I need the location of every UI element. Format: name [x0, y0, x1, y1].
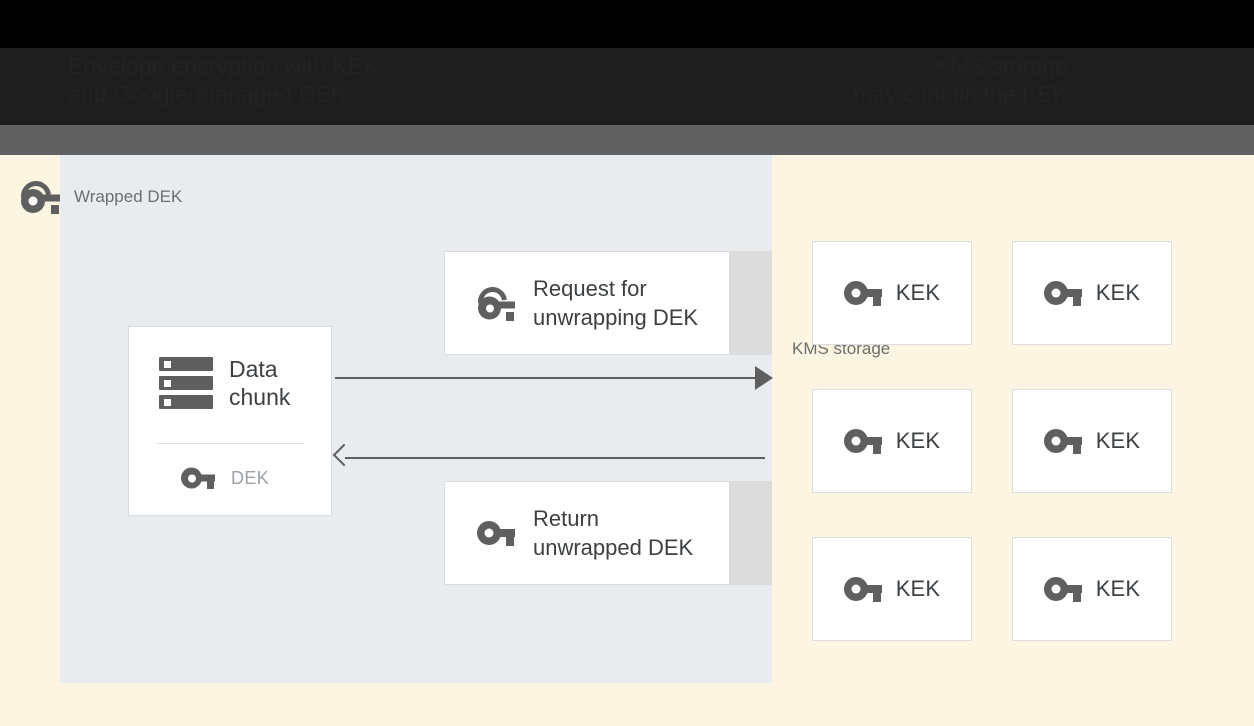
key-icon: [843, 576, 882, 602]
client-panel-label-text: Wrapped DEK: [74, 187, 183, 206]
window-title-area: Envelope encryption with KEK and Google-…: [68, 52, 1068, 112]
key-icon: [843, 428, 882, 454]
request-card-text: Request for unwrapping DEK: [533, 276, 699, 330]
return-card-text: Return unwrapped DEK: [533, 506, 694, 560]
key-icon: [843, 280, 882, 306]
data-chunk-key-label: DEK: [231, 467, 270, 488]
return-card-shadow: [730, 481, 772, 585]
window-title-band: [0, 48, 1254, 125]
kek-card-label: KEK: [895, 428, 941, 453]
server-icon: [159, 357, 213, 409]
request-arrow: [335, 377, 765, 379]
toolbar-gray-band: [0, 125, 1254, 155]
response-arrow: [345, 457, 765, 459]
kek-card[interactable]: KEK: [1012, 389, 1172, 493]
return-card[interactable]: Return unwrapped DEK: [444, 481, 730, 585]
wrapped-key-icon: [472, 281, 515, 322]
data-chunk-header: Data chunk: [159, 355, 290, 411]
data-chunk-divider: [157, 443, 304, 444]
kek-card-label: KEK: [1095, 428, 1141, 453]
slide-heading-left: Envelope encryption with KEK and Google-…: [68, 53, 379, 107]
key-icon: [1043, 280, 1082, 306]
kek-card-label: KEK: [895, 576, 941, 601]
request-card-shadow: [730, 251, 772, 355]
data-chunk-card[interactable]: Data chunk DEK: [128, 326, 332, 516]
key-icon: [1043, 576, 1082, 602]
kek-card-label: KEK: [1095, 280, 1141, 305]
wrapped-key-icon: [14, 174, 60, 218]
kek-card[interactable]: KEK: [812, 389, 972, 493]
kek-card-label: KEK: [1095, 576, 1141, 601]
kek-card[interactable]: KEK: [812, 241, 972, 345]
kek-card-label: KEK: [895, 280, 941, 305]
kek-card[interactable]: KEK: [1012, 241, 1172, 345]
request-card[interactable]: Request for unwrapping DEK: [444, 251, 730, 355]
key-icon: [1043, 428, 1082, 454]
request-arrow-head-icon: [755, 366, 773, 390]
data-chunk-title: Data chunk: [229, 356, 291, 410]
slide-heading-right: KMS storage may contain the KEK: [853, 53, 1068, 107]
key-icon: [181, 466, 215, 490]
kek-card[interactable]: KEK: [1012, 537, 1172, 641]
diagram-canvas: Wrapped DEK Data chunk DEK: [0, 155, 1254, 726]
kek-card[interactable]: KEK: [812, 537, 972, 641]
kek-grid: KEK KEK KEK KEK: [812, 241, 1172, 641]
client-panel-label: Wrapped DEK: [14, 174, 183, 218]
data-chunk-key-row: DEK: [181, 466, 269, 490]
key-icon: [477, 520, 515, 546]
